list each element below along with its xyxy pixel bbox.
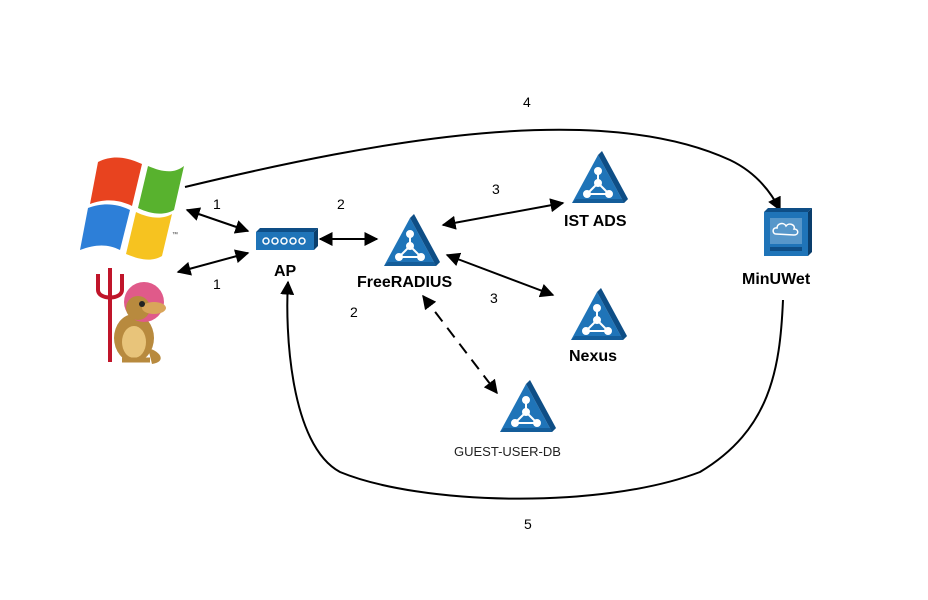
step-label-radius-ist: 3 <box>492 181 500 197</box>
link-bsd-ap <box>176 249 250 276</box>
ap-node[interactable]: AP <box>256 228 318 280</box>
step-label-win-minuwet: 4 <box>523 94 531 110</box>
step-label-radius-nexus: 3 <box>490 290 498 306</box>
step-label-minuwet-ap: 5 <box>524 516 532 532</box>
link-windows-ap <box>185 207 250 234</box>
ist-ads-node[interactable]: IST ADS <box>564 150 629 230</box>
link-freeradius-istads <box>441 198 565 230</box>
guest-user-db-node[interactable]: GUEST-USER-DB <box>454 379 561 459</box>
link-windows-minuwet <box>184 128 781 212</box>
connections <box>176 128 784 500</box>
link-freeradius-nexus <box>445 252 555 298</box>
svg-text:™: ™ <box>172 231 178 238</box>
step-labels: 1 1 2 2 3 3 4 5 <box>213 94 532 532</box>
step-label-bsd-ap: 1 <box>213 276 221 292</box>
windows-logo-icon: ™ <box>80 157 184 260</box>
ist-ads-label: IST ADS <box>564 213 627 230</box>
server-triangle-icon <box>571 150 629 204</box>
server-triangle-icon <box>499 379 557 433</box>
nexus-node[interactable]: Nexus <box>569 287 628 365</box>
ap-label: AP <box>274 263 297 280</box>
access-point-icon <box>256 228 318 250</box>
workstation-icon <box>764 208 812 256</box>
link-freeradius-guestdb <box>422 294 498 395</box>
minuwet-label: MinUWet <box>742 271 811 288</box>
freeradius-node[interactable]: FreeRADIUS <box>357 213 452 291</box>
link-minuwet-ap <box>280 280 784 500</box>
minuwet-node[interactable]: MinUWet <box>742 208 812 288</box>
nexus-label: Nexus <box>569 348 617 365</box>
step-label-ap-radius: 2 <box>337 196 345 212</box>
guest-user-db-label: GUEST-USER-DB <box>454 444 561 459</box>
bsd-daemon-mascot-icon <box>96 268 166 364</box>
step-label-radius-guest: 2 <box>350 304 358 320</box>
step-label-win-ap: 1 <box>213 196 221 212</box>
freeradius-label: FreeRADIUS <box>357 274 452 291</box>
server-triangle-icon <box>383 213 441 267</box>
server-triangle-icon <box>570 287 628 341</box>
